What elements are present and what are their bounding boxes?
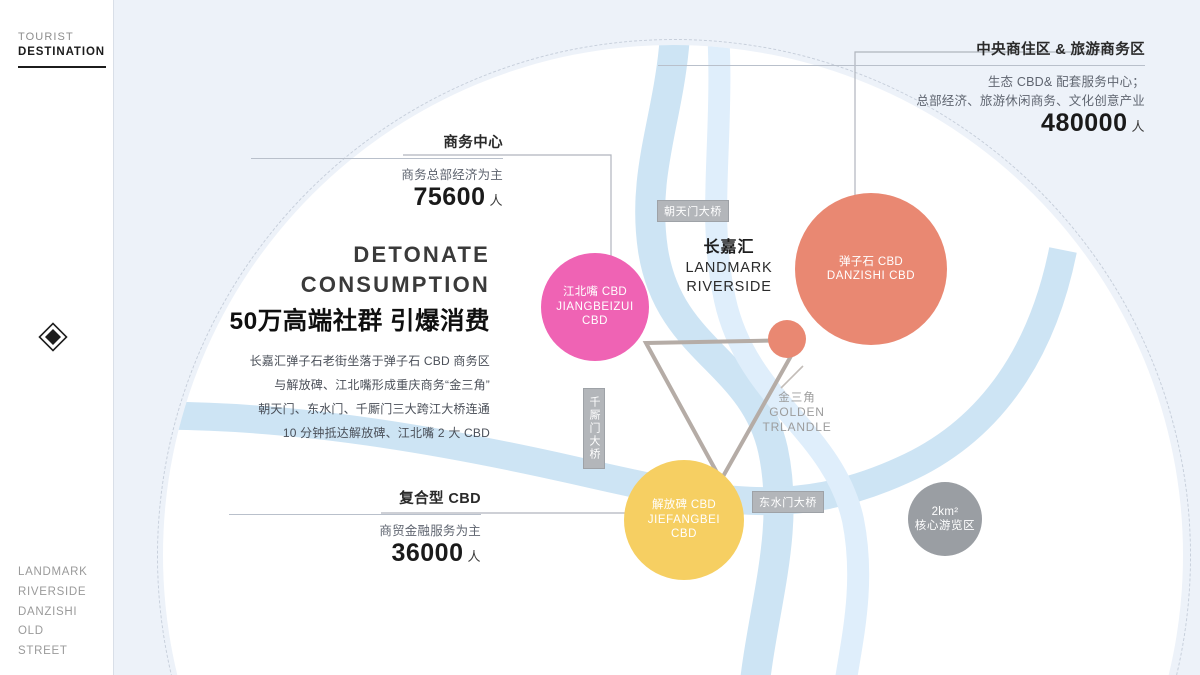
node-label-en-1: 核心游览区 — [914, 520, 976, 532]
bridge-tag-dongshuimen: 东水门大桥 — [752, 491, 824, 513]
golden-triangle-en-1: GOLDEN — [769, 405, 825, 420]
leader-line-business-center — [403, 154, 612, 300]
node-label-cn: 2km² — [931, 505, 959, 518]
map-node-jiefangbei[interactable]: 解放碑 CBD JIEFANGBEI CBD — [624, 460, 744, 580]
node-label-en-1: JIEFANGBEI — [647, 513, 721, 526]
callout-number-unit: 人 — [489, 193, 503, 208]
callout-number-unit: 人 — [467, 549, 481, 564]
callout-number-unit: 人 — [1131, 119, 1145, 134]
callout-number-value: 75600 — [413, 183, 486, 211]
rail-footer: LANDMARK RIVERSIDE DANZISHI OLD STREET — [18, 563, 88, 662]
callout-subtitle-2: 总部经济、旅游休闲商务、文化创意产业 — [916, 94, 1145, 108]
jialing-river — [635, 45, 794, 675]
golden-triangle-path — [642, 337, 804, 485]
node-label-en-1: DANZISHI CBD — [826, 270, 916, 282]
callout-subtitle: 商务总部经济为主 — [401, 168, 503, 182]
headline-body-line-2: 与解放碑、江北嘴形成重庆商务“金三角” — [274, 378, 490, 393]
landmark-riverside-label: 长嘉汇 LANDMARK RIVERSIDE — [659, 238, 799, 296]
headline-english: DETONATE CONSUMPTION — [180, 240, 490, 299]
callout-divider — [251, 158, 503, 159]
diamond-icon — [38, 322, 68, 352]
headline-block: DETONATE CONSUMPTION 50万高端社群 引爆消费 长嘉汇弹子石… — [180, 240, 490, 445]
map-node-danzishi[interactable]: 弹子石 CBD DANZISHI CBD — [795, 193, 947, 345]
callout-title: 中央商住区 & 旅游商务区 — [976, 42, 1145, 58]
rail-footer-line-1: LANDMARK — [18, 566, 88, 578]
headline-body-line-1: 长嘉汇弹子石老街坐落于弹子石 CBD 商务区 — [249, 354, 490, 369]
bridge-tag-chaotianmen: 朝天门大桥 — [657, 200, 729, 222]
callout-title: 复合型 CBD — [399, 491, 481, 507]
rail-heading-line-2: DESTINATION — [18, 45, 105, 58]
callout-number-value: 480000 — [1041, 109, 1128, 137]
callout-title: 商务中心 — [443, 135, 503, 151]
headline-body: 长嘉汇弹子石老街坐落于弹子石 CBD 商务区 与解放碑、江北嘴形成重庆商务“金三… — [180, 349, 490, 445]
golden-triangle-cn: 金三角 — [778, 392, 816, 404]
map-node-connector-dot — [768, 320, 806, 358]
golden-triangle-en-2: TRLANDLE — [762, 420, 832, 435]
node-label-en-2: CBD — [581, 315, 609, 328]
rail-footer-line-5: STREET — [18, 645, 68, 658]
node-label-cn: 弹子石 CBD — [838, 255, 904, 268]
rail-heading-line-1: TOURIST — [18, 31, 74, 43]
headline-english-line-2: CONSUMPTION — [300, 271, 490, 297]
bridge-tag-qiansimen: 千厮门大桥 — [583, 388, 605, 469]
headline-english-line-1: DETONATE — [353, 242, 490, 267]
river-branch — [702, 45, 870, 675]
map-node-core-area[interactable]: 2km² 核心游览区 — [908, 482, 982, 556]
rail-footer-line-4: OLD — [18, 625, 44, 638]
headline-body-line-3: 朝天门、东水门、千厮门三大跨江大桥连通 — [258, 402, 490, 417]
callout-divider — [658, 65, 1145, 66]
node-label-cn: 江北嘴 CBD — [562, 286, 628, 299]
landmark-en-1: LANDMARK — [685, 259, 773, 276]
headline-body-line-4: 10 分钟抵达解放碑、江北嘴 2 大 CBD — [282, 426, 490, 441]
landmark-cn: 长嘉汇 — [703, 239, 755, 256]
golden-triangle-label: 金三角 GOLDEN TRLANDLE — [742, 391, 852, 435]
golden-triangle-leader — [780, 365, 804, 389]
rail-underline — [18, 66, 106, 68]
callout-divider — [229, 514, 481, 515]
landmark-en-2: RIVERSIDE — [686, 278, 772, 295]
callout-number-value: 36000 — [391, 539, 464, 567]
rail-footer-line-2: RIVERSIDE — [18, 585, 87, 598]
node-label-en-2: CBD — [670, 528, 698, 541]
node-label-en-1: JIANGBEIZUI — [556, 300, 634, 313]
node-label-cn: 解放碑 CBD — [651, 499, 717, 512]
callout-subtitle-1: 生态 CBD& 配套服务中心； — [987, 75, 1145, 89]
map-node-jiangbeizui[interactable]: 江北嘴 CBD JIANGBEIZUI CBD — [541, 253, 649, 361]
headline-chinese: 50万高端社群 引爆消费 — [229, 308, 490, 336]
rail-heading: TOURIST DESTINATION — [18, 30, 105, 60]
left-rail: TOURIST DESTINATION LANDMARK RIVERSIDE D… — [0, 0, 114, 675]
rail-footer-line-3: DANZISHI — [18, 605, 78, 618]
callout-subtitle: 商贸金融服务为主 — [379, 524, 481, 538]
callout-central-business-residential: 中央商住区 & 旅游商务区 生态 CBD& 配套服务中心； 总部经济、旅游休闲商… — [658, 38, 1145, 138]
